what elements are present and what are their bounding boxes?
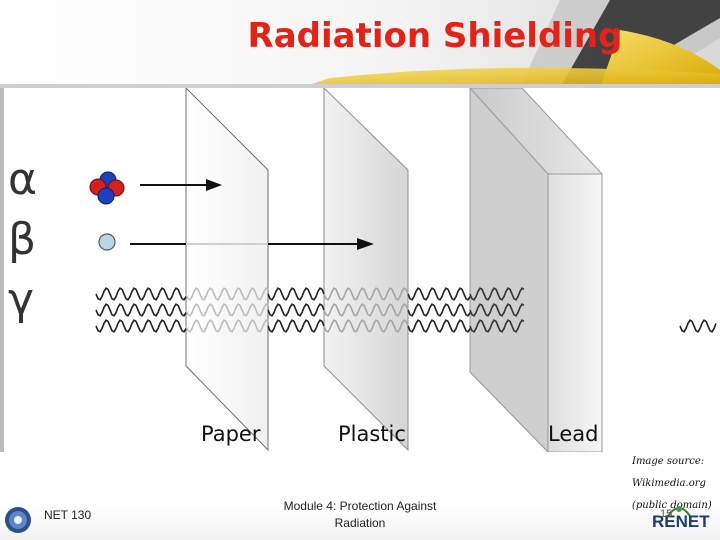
module-line-1: Module 4: Protection Against: [283, 499, 437, 513]
gamma-wave-line: [95, 319, 187, 333]
gamma-wave-line: [323, 287, 409, 301]
gamma-wave-line: [185, 287, 269, 301]
alpha-arrow: [140, 179, 222, 191]
slide-title-wrap: Radiation Shielding: [0, 16, 720, 56]
gamma-wave-line: [185, 319, 269, 333]
course-code: NET 130: [44, 508, 92, 522]
image-source-3: (public domain): [632, 500, 712, 511]
lead-block: [469, 86, 603, 454]
gamma-wave-line: [469, 303, 525, 317]
gamma-waves: [95, 287, 717, 333]
left-logo-icon: [5, 507, 31, 533]
alpha-particle: [89, 171, 125, 205]
title-banner: Radiation Shielding: [0, 0, 720, 88]
beta-symbol: β: [8, 214, 37, 265]
banner-background: [0, 0, 720, 88]
paper-label: Paper: [201, 422, 261, 446]
page-number: 15: [660, 508, 673, 520]
gamma-wave-line: [267, 287, 325, 301]
module-line-2: Radiation: [334, 516, 386, 530]
plastic-sheet: [323, 86, 409, 452]
gamma-wave-line: [469, 319, 525, 333]
shielding-diagram: α β γ Paper Plastic Lead: [0, 86, 720, 454]
gamma-wave-line: [407, 319, 471, 333]
lead-label: Lead: [548, 422, 599, 446]
gamma-wave-line: [267, 303, 325, 317]
gamma-wave-line: [267, 319, 325, 333]
gamma-wave-line: [679, 319, 717, 333]
slide-footer: NET 130 Module 4: Protection Against Rad…: [0, 452, 720, 540]
beta-particle: [98, 233, 116, 251]
plastic-label: Plastic: [338, 422, 406, 446]
gamma-wave-line: [469, 287, 525, 301]
gamma-wave-line: [323, 303, 409, 317]
gamma-wave-line: [407, 287, 471, 301]
gamma-wave-line: [95, 287, 187, 301]
gamma-symbol: γ: [8, 274, 35, 325]
gamma-wave-line: [95, 303, 187, 317]
paper-sheet: [185, 86, 269, 452]
renet-logo: RENET: [648, 504, 720, 540]
image-source-1: Image source:: [632, 456, 705, 467]
renet-logo-icon: [667, 506, 691, 517]
renet-logo-text: RENET: [652, 512, 710, 531]
gamma-wave-line: [407, 303, 471, 317]
gamma-wave-line: [185, 303, 269, 317]
diagram-graphic: [0, 86, 717, 454]
image-source-2: Wikimedia.org: [632, 478, 706, 489]
left-edge: [0, 88, 4, 452]
beta-arrow: [130, 238, 374, 250]
slide-title: Radiation Shielding: [247, 16, 623, 56]
gamma-wave-line: [323, 319, 409, 333]
alpha-symbol: α: [8, 154, 38, 205]
